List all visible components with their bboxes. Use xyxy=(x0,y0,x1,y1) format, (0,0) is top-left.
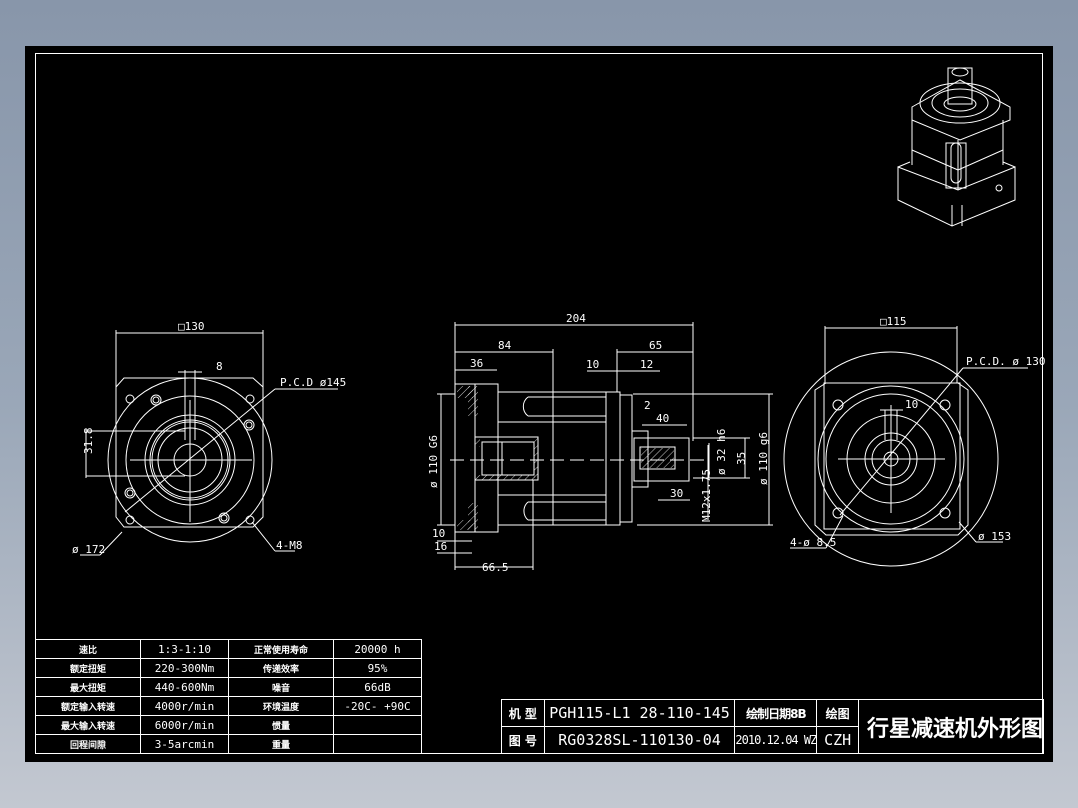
dim-10-bottom: 10 xyxy=(432,527,445,540)
isometric-view xyxy=(897,67,1016,227)
dim-84: 84 xyxy=(498,339,512,352)
spec-label: 最大扭矩 xyxy=(35,677,141,697)
model-label: 机 型 xyxy=(501,699,545,727)
left-key-dim: 8 xyxy=(216,360,223,373)
table-row: 最大输入转速 6000r/min 惯量 xyxy=(35,715,422,735)
dim-66-5: 66.5 xyxy=(482,561,509,574)
drawing-no-label: 图 号 xyxy=(501,726,545,754)
spec-label: 传递效率 xyxy=(228,658,334,678)
drawing-title: 行星减速机外形图 xyxy=(857,699,1045,754)
date-value: 2010.12.04 WZ xyxy=(734,726,818,754)
spec-label: 额定输入转速 xyxy=(35,696,141,716)
table-row: 速比 1:3-1:10 正常使用寿命 20000 h xyxy=(35,639,422,659)
dim-65: 65 xyxy=(649,339,662,352)
dim-40: 40 xyxy=(656,412,669,425)
date-label: 绘制日期8B xyxy=(734,699,818,727)
right-square-dim: □115 xyxy=(880,315,907,328)
spec-value: 20000 h xyxy=(333,639,422,659)
model-value: PGH115-L1 28-110-145 xyxy=(543,699,736,727)
right-key-dim: 10 xyxy=(905,398,918,411)
dim-16: 16 xyxy=(434,540,447,553)
table-row: 额定扭矩 220-300Nm 传递效率 95% xyxy=(35,658,422,678)
dim-12: 12 xyxy=(640,358,653,371)
dim-output-pilot: ø 110 g6 xyxy=(757,432,770,485)
dim-36: 36 xyxy=(470,357,483,370)
spec-value: 220-300Nm xyxy=(140,658,229,678)
drawn-value: CZH xyxy=(816,726,859,754)
spec-table: 速比 1:3-1:10 正常使用寿命 20000 h 额定扭矩 220-300N… xyxy=(35,639,422,754)
spec-label: 正常使用寿命 xyxy=(228,639,334,659)
left-diameter-dim: ø 172 xyxy=(72,543,105,556)
dim-input-bore: ø 110 G6 xyxy=(427,435,440,488)
spec-label: 环境温度 xyxy=(228,696,334,716)
table-row: 额定输入转速 4000r/min 环境温度 -20C- +90C xyxy=(35,696,422,716)
right-pcd-dim: P.C.D. ø 130 xyxy=(966,355,1045,368)
table-row: 最大扭矩 440-600Nm 噪音 66dB xyxy=(35,677,422,697)
right-holes-label: 4-ø 8.5 xyxy=(790,536,836,549)
title-block: 机 型 PGH115-L1 28-110-145 绘制日期8B 绘图 行星减速机… xyxy=(501,699,1045,754)
dim-35: 35 xyxy=(735,452,748,465)
left-pcd-dim: P.C.D ø145 xyxy=(280,376,346,389)
left-holes-label: 4-M8 xyxy=(276,539,303,552)
spec-label: 速比 xyxy=(35,639,141,659)
title-block-row: 机 型 PGH115-L1 28-110-145 绘制日期8B 绘图 行星减速机… xyxy=(501,699,1045,754)
spec-value: 3-5arcmin xyxy=(140,734,229,754)
spec-value: 6000r/min xyxy=(140,715,229,735)
spec-value: 1:3-1:10 xyxy=(140,639,229,659)
drawn-label: 绘图 xyxy=(816,699,859,727)
spec-label: 额定扭矩 xyxy=(35,658,141,678)
left-height-dim: 31.8 xyxy=(82,428,95,455)
dim-thread: M12x1.75 xyxy=(700,469,713,522)
spec-value xyxy=(333,734,422,754)
side-view xyxy=(437,322,773,570)
spec-value: 4000r/min xyxy=(140,696,229,716)
drawing-no-value: RG0328SL-110130-04 xyxy=(543,726,736,754)
right-diameter-dim: ø 153 xyxy=(978,530,1011,543)
drawing-border xyxy=(35,53,1043,754)
title-block-row: 图 号 RG0328SL-110130-04 2010.12.04 WZ CZH xyxy=(501,726,1044,754)
spec-value: 66dB xyxy=(333,677,422,697)
spec-label: 噪音 xyxy=(228,677,334,697)
left-square-dim: □130 xyxy=(178,320,205,333)
section-hatching xyxy=(457,386,674,530)
spec-value xyxy=(333,715,422,735)
spec-label: 惯量 xyxy=(228,715,334,735)
dim-10-top: 10 xyxy=(586,358,599,371)
table-row: 回程间隙 3-5arcmin 重量 xyxy=(35,734,422,754)
spec-label: 重量 xyxy=(228,734,334,754)
right-view xyxy=(783,326,1028,567)
spec-value: 95% xyxy=(333,658,422,678)
dim-output-shaft: ø 32 h6 xyxy=(715,429,728,475)
spec-value: 440-600Nm xyxy=(140,677,229,697)
spec-label: 最大输入转速 xyxy=(35,715,141,735)
dim-2: 2 xyxy=(644,399,651,412)
dim-30: 30 xyxy=(670,487,683,500)
dim-overall-length: 204 xyxy=(566,312,586,325)
spec-label: 回程间隙 xyxy=(35,734,141,754)
spec-value: -20C- +90C xyxy=(333,696,422,716)
left-view xyxy=(80,330,338,556)
